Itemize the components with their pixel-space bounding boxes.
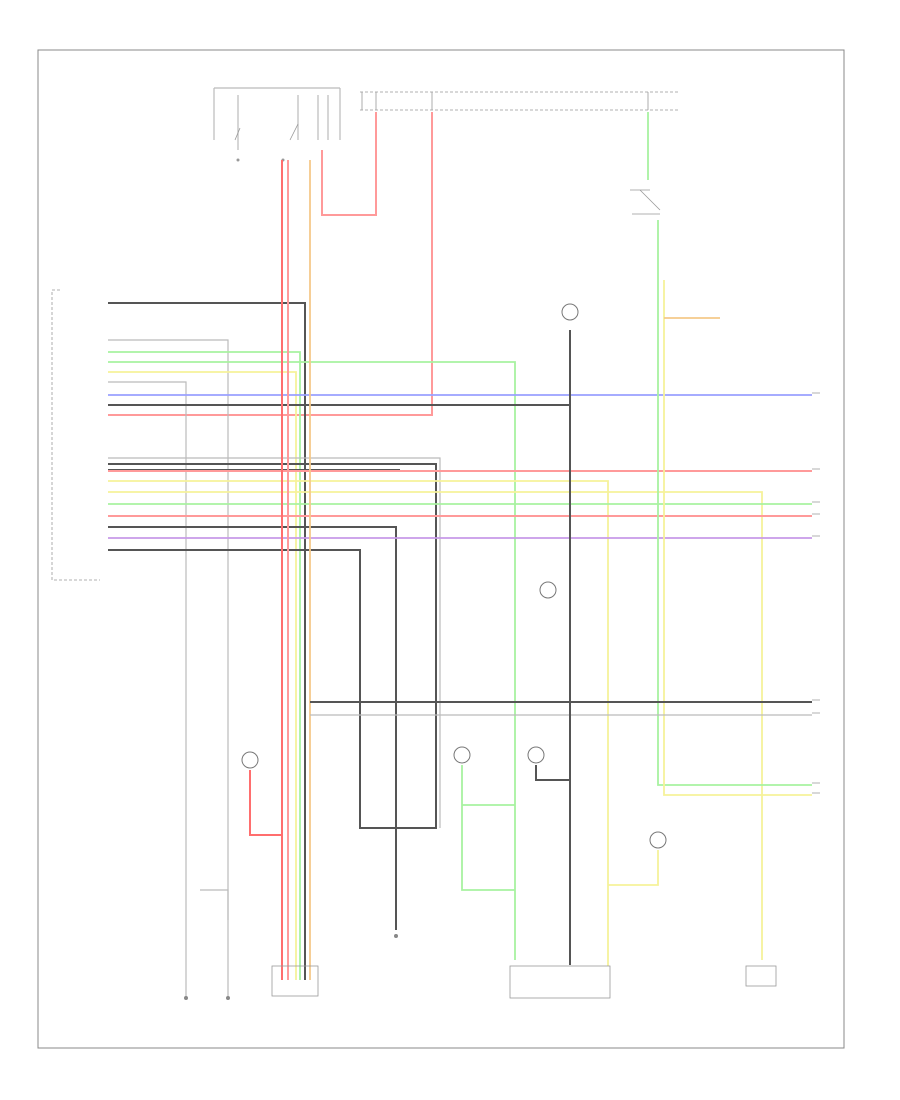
right-edge-terminators: [812, 392, 820, 794]
wire-dark-3: [108, 463, 437, 829]
wire-green-2: [108, 361, 516, 960]
red-sensor-wire: [249, 770, 282, 836]
ground-symbol-1: [561, 303, 579, 321]
yellow-sensor-wire: [608, 850, 659, 886]
pcm-connector: [271, 965, 319, 997]
wire-yellow-3: [108, 491, 763, 960]
wire-green-1: [108, 351, 301, 980]
wire-dark-top: [108, 302, 306, 980]
hot-at-all-times-fuses: [360, 91, 680, 111]
transmission-sensor: [184, 980, 230, 1000]
red-wire-fuse-2: [108, 112, 433, 416]
throttle-position-sensor: [509, 965, 611, 999]
ground-symbol-2: [539, 581, 557, 599]
green-wire-right: [657, 220, 812, 786]
diagram-frame: [37, 49, 845, 1049]
ground-symbol-3: [241, 751, 259, 769]
ground-symbol-5: [527, 746, 667, 849]
wire-dark-4: [108, 526, 397, 930]
wire-yellow-1: [108, 371, 297, 980]
shift-lock-switch: [630, 189, 661, 215]
yellow-wire-right: [663, 280, 812, 796]
ground-symbol-4: [453, 746, 471, 764]
green-sensor-wire: [461, 765, 515, 891]
dark-gnd-wire: [535, 765, 570, 781]
ignition-switch: [213, 87, 341, 162]
wire-yellow-2: [108, 480, 609, 966]
wire-gray-2: [108, 381, 187, 980]
shift-solenoid: [394, 934, 398, 938]
gray-branch: [200, 889, 229, 920]
wire-gray-3: [108, 457, 441, 828]
output-speed-sensor: [745, 965, 777, 987]
wire-gray-1: [108, 339, 229, 980]
red-wire-fuse-1: [321, 112, 377, 216]
left-connector-bracket: [51, 289, 100, 581]
wire-dark-5: [108, 549, 361, 700]
